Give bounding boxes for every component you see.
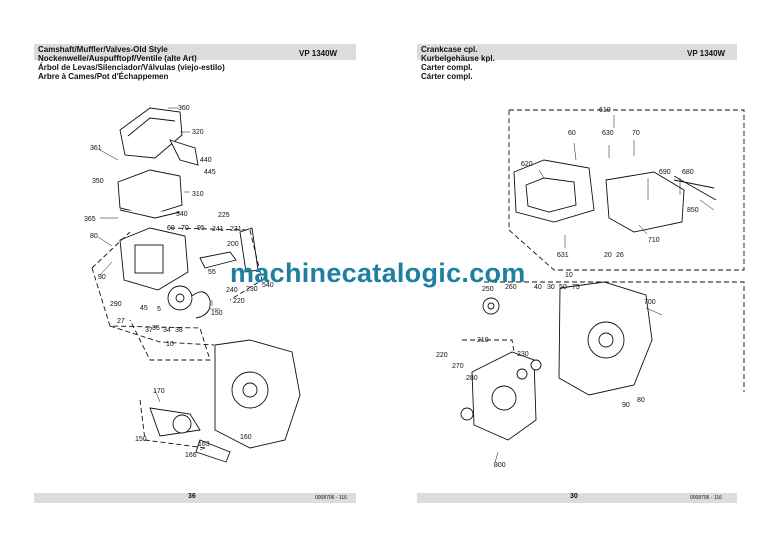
page-title-es: Árbol de Levas/Silenciador/Válvulas (vie… (38, 63, 225, 72)
callout: 440 (200, 157, 212, 164)
callout: 160 (240, 434, 252, 441)
callout: 170 (153, 388, 165, 395)
header-bar (417, 44, 737, 60)
callout: 631 (557, 252, 569, 259)
callout: 20 (604, 252, 612, 259)
footer-bar (34, 493, 356, 503)
callout: 95 (197, 225, 205, 232)
callout: 700 (644, 299, 656, 306)
callout: 34 (163, 327, 171, 334)
watermark: machinecatalogic.com (230, 258, 526, 288)
callout: 445 (204, 169, 216, 176)
page-title-de: Nockenwelle/Auspufftopf/Ventile (alte Ar… (38, 54, 197, 63)
callout: 50 (559, 284, 567, 291)
page-title-fr: Arbre à Cames/Pot d'Échappemen (38, 72, 169, 81)
callout: 150 (135, 436, 147, 443)
callout: 361 (90, 145, 102, 152)
page-title-en: Crankcase cpl. (421, 45, 478, 54)
exploded-diagram-crankcase (460, 109, 745, 467)
callout: 5 (157, 306, 161, 313)
callout: 310 (192, 191, 204, 198)
callout: 10 (166, 341, 174, 348)
model-number: VP 1340W (687, 49, 726, 58)
callout: 90 (622, 402, 630, 409)
callout: 166 (185, 452, 197, 459)
callout: 210 (477, 337, 489, 344)
callout: 37 (145, 327, 153, 334)
callout: 280 (466, 375, 478, 382)
right-page: Crankcase cpl. Kurbelgehäuse kpl. Carter… (384, 0, 768, 543)
document-reference: 0008706 - 116 (690, 495, 722, 501)
callout: 45 (140, 305, 148, 312)
callout: 38 (175, 327, 183, 334)
callout: 240 (226, 287, 238, 294)
callout: 340 (176, 211, 188, 218)
callout: 75 (572, 284, 580, 291)
callout: 10 (565, 272, 573, 279)
exploded-diagram-camshaft (91, 107, 301, 463)
callout: 150 (211, 310, 223, 317)
callout: 365 (84, 216, 96, 223)
callout: 70 (632, 130, 640, 137)
callout: 35 (152, 325, 160, 332)
page-title-de: Kurbelgehäuse kpl. (421, 54, 495, 63)
callout: 680 (682, 169, 694, 176)
callout: 90 (98, 274, 106, 281)
header-bar (34, 44, 356, 60)
callout: 630 (602, 130, 614, 137)
document-reference: 0008706 - 116 (315, 495, 347, 501)
callout: 163 (198, 441, 210, 448)
model-number: VP 1340W (299, 49, 338, 58)
callout: 610 (599, 107, 611, 114)
callout: 620 (521, 161, 533, 168)
callout: 60 (568, 130, 576, 137)
callout: 220 (233, 298, 245, 305)
callout: 290 (110, 301, 122, 308)
callout: 270 (452, 363, 464, 370)
callout: 60 (167, 225, 175, 232)
callout: 350 (92, 178, 104, 185)
footer-bar (417, 493, 737, 503)
page-title-en: Camshaft/Muffler/Valves-Old Style (38, 45, 168, 54)
callout: 40 (534, 284, 542, 291)
callout: 540 (262, 282, 274, 289)
callout: 230 (246, 286, 258, 293)
page-number: 36 (188, 493, 196, 500)
callout: 200 (227, 241, 239, 248)
callout: 30 (547, 284, 555, 291)
page-number: 30 (570, 493, 578, 500)
left-page: Camshaft/Muffler/Valves-Old Style Nocken… (34, 44, 356, 503)
callout: 250 (482, 286, 494, 293)
callout: 690 (659, 169, 671, 176)
callout: 220 (436, 352, 448, 359)
callout: 55 (208, 269, 216, 276)
callout: 710 (648, 237, 660, 244)
page-title-fr: Carter compl. (421, 63, 473, 72)
callout: 300 (494, 462, 506, 469)
page-title-es: Cárter compl. (421, 72, 473, 81)
callout: 320 (192, 129, 204, 136)
callout: 231 (230, 226, 242, 233)
callout: 360 (178, 105, 190, 112)
right-callout-labels: 610 60 630 70 620 690 680 850 710 631 20… (436, 107, 699, 469)
left-callout-labels: 360 320 361 440 445 350 310 340 365 225 … (84, 105, 274, 459)
callout: 27 (117, 318, 125, 325)
callout: 850 (687, 207, 699, 214)
callout: 225 (218, 212, 230, 219)
callout: 70 (181, 225, 189, 232)
callout: 260 (505, 284, 517, 291)
callout: 80 (90, 233, 98, 240)
callout: 26 (616, 252, 624, 259)
callout: 80 (637, 397, 645, 404)
callout: 230 (517, 351, 529, 358)
callout: 241 (212, 226, 224, 233)
